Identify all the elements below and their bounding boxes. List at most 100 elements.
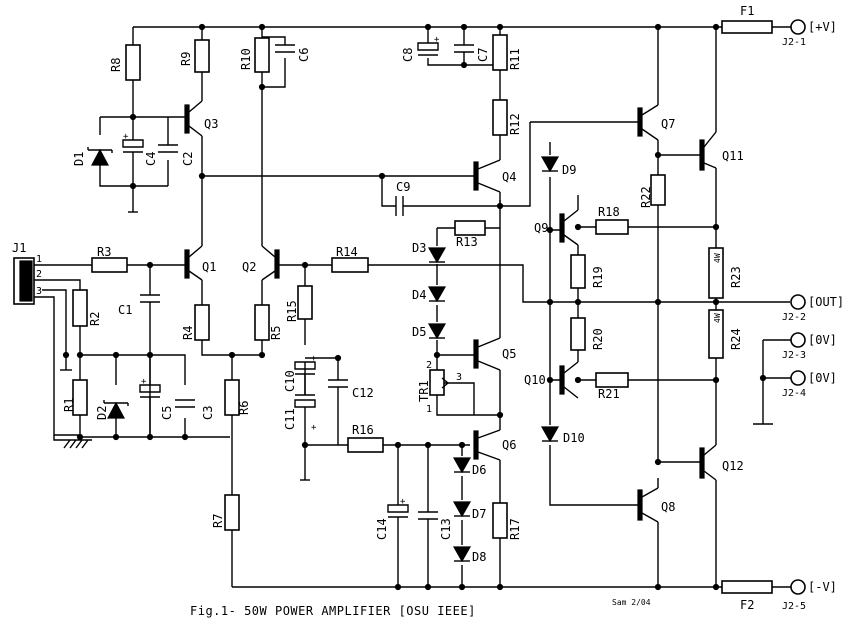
resistor-r19 xyxy=(570,254,586,289)
label-q6: Q6 xyxy=(502,438,516,452)
svg-text:+: + xyxy=(311,354,317,364)
transistor-q7 xyxy=(637,104,659,141)
label-q7: Q7 xyxy=(661,117,675,131)
label-tr1: TR1 xyxy=(417,380,431,402)
resistor-r1 xyxy=(72,379,88,416)
resistor-r15 xyxy=(297,285,313,320)
capacitor-c3 xyxy=(175,399,195,408)
transistor-q3 xyxy=(184,100,203,137)
label-q3: Q3 xyxy=(204,117,218,131)
label-d1: D1 xyxy=(72,152,86,166)
resistor-r11 xyxy=(492,34,508,71)
label-f1: F1 xyxy=(740,4,754,18)
resistor-r22 xyxy=(650,174,666,206)
wires xyxy=(42,26,791,588)
terminal-label-pv: [+V] xyxy=(808,20,837,34)
label-d8: D8 xyxy=(472,550,486,564)
capacitor-c12 xyxy=(328,379,348,400)
label-c6: C6 xyxy=(297,48,311,62)
label-pin1: 1 xyxy=(36,254,42,265)
label-r7: R7 xyxy=(211,514,225,528)
label-c10: C10 xyxy=(283,370,297,392)
label-q10: Q10 xyxy=(524,373,546,387)
component-labels: R8 R9 R10 C6 C8 C7 R11 R12 Q3 D1 C4 C2 Q… xyxy=(12,4,754,612)
diode-d3 xyxy=(427,247,447,264)
label-r8: R8 xyxy=(109,58,123,72)
label-r12: R12 xyxy=(508,113,522,135)
diode-d4 xyxy=(427,286,447,303)
label-d3: D3 xyxy=(412,241,426,255)
label-pin2: 2 xyxy=(36,269,42,280)
label-r17: R17 xyxy=(508,518,522,540)
resistor-r20 xyxy=(570,317,586,351)
resistor-r18 xyxy=(595,219,629,235)
label-q2: Q2 xyxy=(242,260,256,274)
resistor-r24 xyxy=(708,309,724,359)
label-c7: C7 xyxy=(476,48,490,62)
terminal-j2-5 xyxy=(790,579,806,595)
trimmer-tr1 xyxy=(429,369,445,396)
label-r1: R1 xyxy=(62,398,76,412)
diode-d9 xyxy=(540,156,560,173)
author-credit: Sam 2/04 xyxy=(612,598,651,607)
terminal-j2-1 xyxy=(790,19,806,35)
svg-text:+: + xyxy=(434,35,440,45)
terminal-label-j2-3: J2-3 xyxy=(782,350,806,361)
label-r23-rating: 4W xyxy=(713,253,722,263)
label-c3: C3 xyxy=(201,406,215,420)
figure-caption: Fig.1- 50W POWER AMPLIFIER [OSU IEEE] xyxy=(190,604,476,618)
transistor-q4 xyxy=(473,159,501,193)
resistor-r10 xyxy=(254,37,270,73)
resistors xyxy=(72,20,773,594)
label-r16: R16 xyxy=(352,423,374,437)
label-j1: J1 xyxy=(12,241,26,255)
terminal-label-j2-4: J2-4 xyxy=(782,388,806,399)
resistor-r6 xyxy=(224,379,240,416)
transistor-q10 xyxy=(559,361,579,399)
label-c2: C2 xyxy=(181,152,195,166)
label-r22: R22 xyxy=(639,186,653,208)
terminal-j2-2 xyxy=(790,294,806,310)
label-q12: Q12 xyxy=(722,459,744,473)
terminal-j2-4 xyxy=(790,370,806,386)
transistors xyxy=(184,100,717,523)
capacitor-c6 xyxy=(275,44,295,53)
label-c4: C4 xyxy=(144,152,158,166)
terminal-label-0v-1: [0V] xyxy=(808,333,837,347)
transistor-q11 xyxy=(699,131,717,171)
label-r5: R5 xyxy=(269,326,283,340)
fuse-f2 xyxy=(721,580,773,594)
resistor-r9 xyxy=(194,39,210,73)
diode-d5 xyxy=(427,323,447,340)
capacitor-c2 xyxy=(158,144,178,153)
label-d9: D9 xyxy=(562,163,576,177)
diode-d1 xyxy=(87,147,113,166)
svg-text:+: + xyxy=(400,497,406,507)
svg-text:+: + xyxy=(141,377,147,387)
terminal-label-j2-2: J2-2 xyxy=(782,312,806,323)
svg-text:+: + xyxy=(123,132,129,142)
label-d2: D2 xyxy=(95,406,109,420)
diode-d8 xyxy=(452,546,472,563)
label-r13: R13 xyxy=(456,235,478,249)
resistor-r23 xyxy=(708,247,724,299)
label-r15: R15 xyxy=(285,300,299,322)
resistor-r3 xyxy=(91,257,128,273)
label-pin3: 3 xyxy=(36,286,42,297)
label-r10: R10 xyxy=(239,48,253,70)
resistor-r2 xyxy=(72,289,88,327)
label-f2: F2 xyxy=(740,598,754,612)
label-r6: R6 xyxy=(237,401,251,415)
diode-d6 xyxy=(452,457,472,474)
resistor-r14 xyxy=(331,257,369,273)
transistor-q8 xyxy=(637,487,659,523)
capacitor-c10 xyxy=(294,361,316,395)
label-c9: C9 xyxy=(396,180,410,194)
label-r24: R24 xyxy=(729,328,743,350)
label-r9: R9 xyxy=(179,52,193,66)
label-c13: C13 xyxy=(439,518,453,540)
polarity-marks: + + + + + + xyxy=(123,35,440,507)
resistor-r12 xyxy=(492,99,508,136)
terminal-label-out: [OUT] xyxy=(808,295,844,309)
label-c14: C14 xyxy=(375,518,389,540)
